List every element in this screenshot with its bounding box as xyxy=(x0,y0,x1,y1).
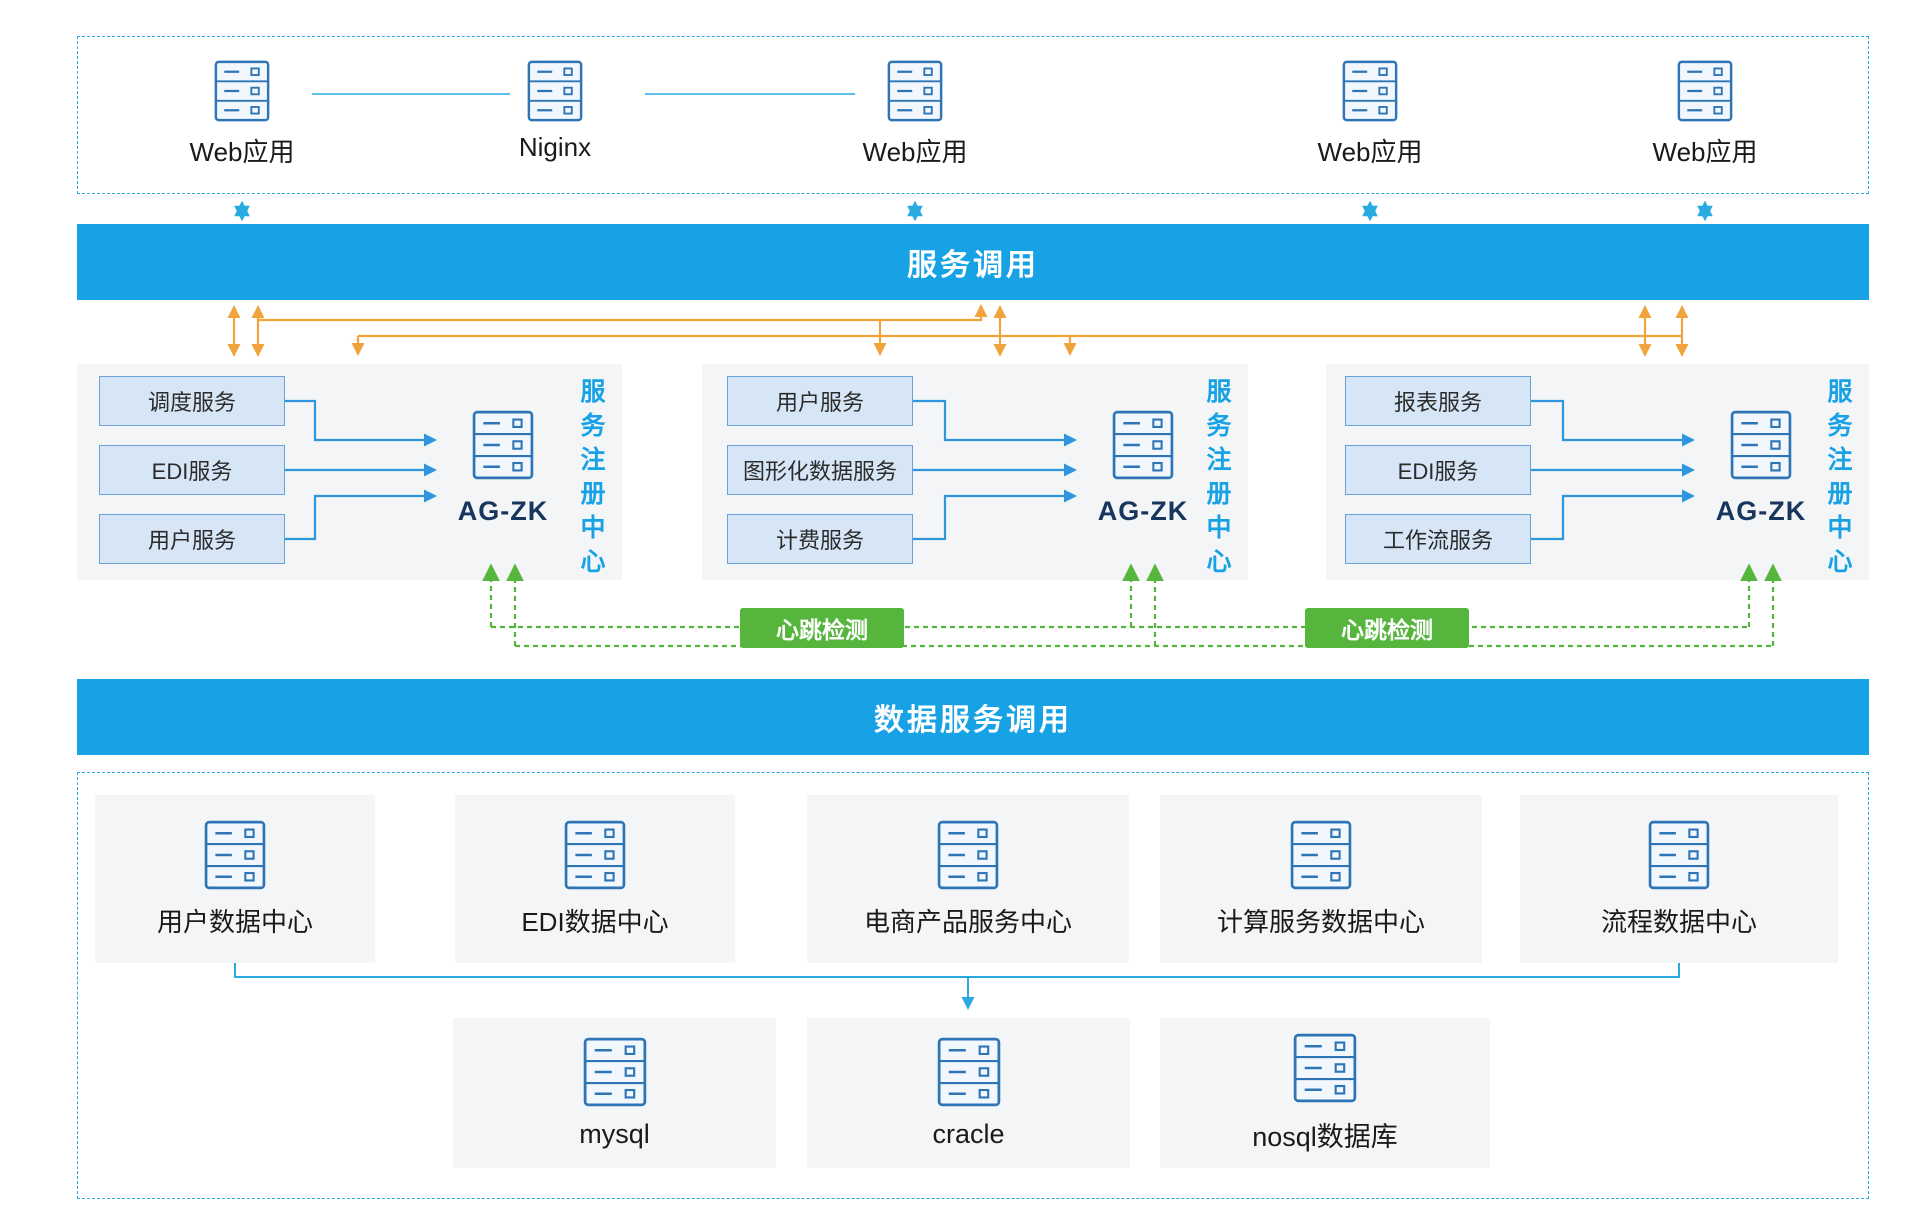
server-icon xyxy=(1290,820,1352,890)
service-call-banner: 服务调用 xyxy=(77,224,1869,300)
server-icon xyxy=(1648,820,1710,890)
web-node-label: Web应用 xyxy=(862,137,968,167)
service-box: 工作流服务 xyxy=(1345,514,1531,564)
service-box: 用户服务 xyxy=(99,514,285,564)
data-center-box: EDI数据中心 xyxy=(455,795,735,963)
service-box: 用户服务 xyxy=(727,376,913,426)
service-box: 图形化数据服务 xyxy=(727,445,913,495)
web-node-1: Web应用 xyxy=(157,60,327,169)
data-center-label: 电商产品服务中心 xyxy=(863,906,1072,937)
database-box: nosql数据库 xyxy=(1160,1018,1490,1168)
banner-title: 服务调用 xyxy=(907,249,1039,282)
server-icon xyxy=(1677,60,1733,122)
data-center-box: 计算服务数据中心 xyxy=(1160,795,1482,963)
service-box: 计费服务 xyxy=(727,514,913,564)
data-service-call-banner: 数据服务调用 xyxy=(77,679,1869,755)
web-node-5: Web应用 xyxy=(1620,60,1790,169)
web-node-4: Web应用 xyxy=(1285,60,1455,169)
web-tier-container xyxy=(77,36,1869,194)
data-tier-container xyxy=(77,772,1869,1199)
web-node-label: Web应用 xyxy=(1652,137,1758,167)
server-icon xyxy=(564,820,626,890)
registry-center-label: 服务注册中心 xyxy=(1203,378,1231,582)
web-node-label: Web应用 xyxy=(189,137,295,167)
web-node-label: Niginx xyxy=(518,132,592,162)
data-center-box: 电商产品服务中心 xyxy=(807,795,1129,963)
web-node-3: Web应用 xyxy=(830,60,1000,169)
data-center-label: EDI数据中心 xyxy=(521,906,669,937)
heartbeat-badge: 心跳检测 xyxy=(740,608,904,648)
server-icon xyxy=(527,60,583,122)
data-center-label: 计算服务数据中心 xyxy=(1216,906,1425,937)
registry-label: AG-ZK xyxy=(1715,496,1807,526)
web-banner-arrows xyxy=(234,200,1713,222)
database-box: cracle xyxy=(807,1018,1130,1168)
database-icon xyxy=(1293,1033,1357,1103)
web-node-label: Web应用 xyxy=(1317,137,1423,167)
server-icon xyxy=(887,60,943,122)
registry-server-icon xyxy=(1730,410,1792,480)
data-center-box: 用户数据中心 xyxy=(95,795,375,963)
registry-server-icon xyxy=(472,410,534,480)
service-box: EDI服务 xyxy=(1345,445,1531,495)
registry-label: AG-ZK xyxy=(457,496,549,526)
data-center-box: 流程数据中心 xyxy=(1520,795,1838,963)
database-label: mysql xyxy=(579,1118,650,1149)
orange-connectors xyxy=(227,304,1689,357)
server-icon xyxy=(937,820,999,890)
registry-label: AG-ZK xyxy=(1097,496,1189,526)
registry-center-label: 服务注册中心 xyxy=(1824,378,1852,582)
database-box: mysql xyxy=(453,1018,776,1168)
server-icon xyxy=(204,820,266,890)
data-center-label: 流程数据中心 xyxy=(1600,906,1757,937)
database-label: cracle xyxy=(932,1118,1005,1149)
registry-server-icon xyxy=(1112,410,1174,480)
service-box: EDI服务 xyxy=(99,445,285,495)
database-label: nosql数据库 xyxy=(1252,1121,1398,1152)
database-icon xyxy=(937,1037,1001,1107)
service-box: 报表服务 xyxy=(1345,376,1531,426)
server-icon xyxy=(1342,60,1398,122)
server-icon xyxy=(214,60,270,122)
data-center-label: 用户数据中心 xyxy=(156,906,313,937)
service-box: 调度服务 xyxy=(99,376,285,426)
heartbeat-badge: 心跳检测 xyxy=(1305,608,1469,648)
banner-title: 数据服务调用 xyxy=(874,704,1072,737)
database-icon xyxy=(583,1037,647,1107)
web-node-2: Niginx xyxy=(470,60,640,163)
registry-center-label: 服务注册中心 xyxy=(577,378,605,582)
